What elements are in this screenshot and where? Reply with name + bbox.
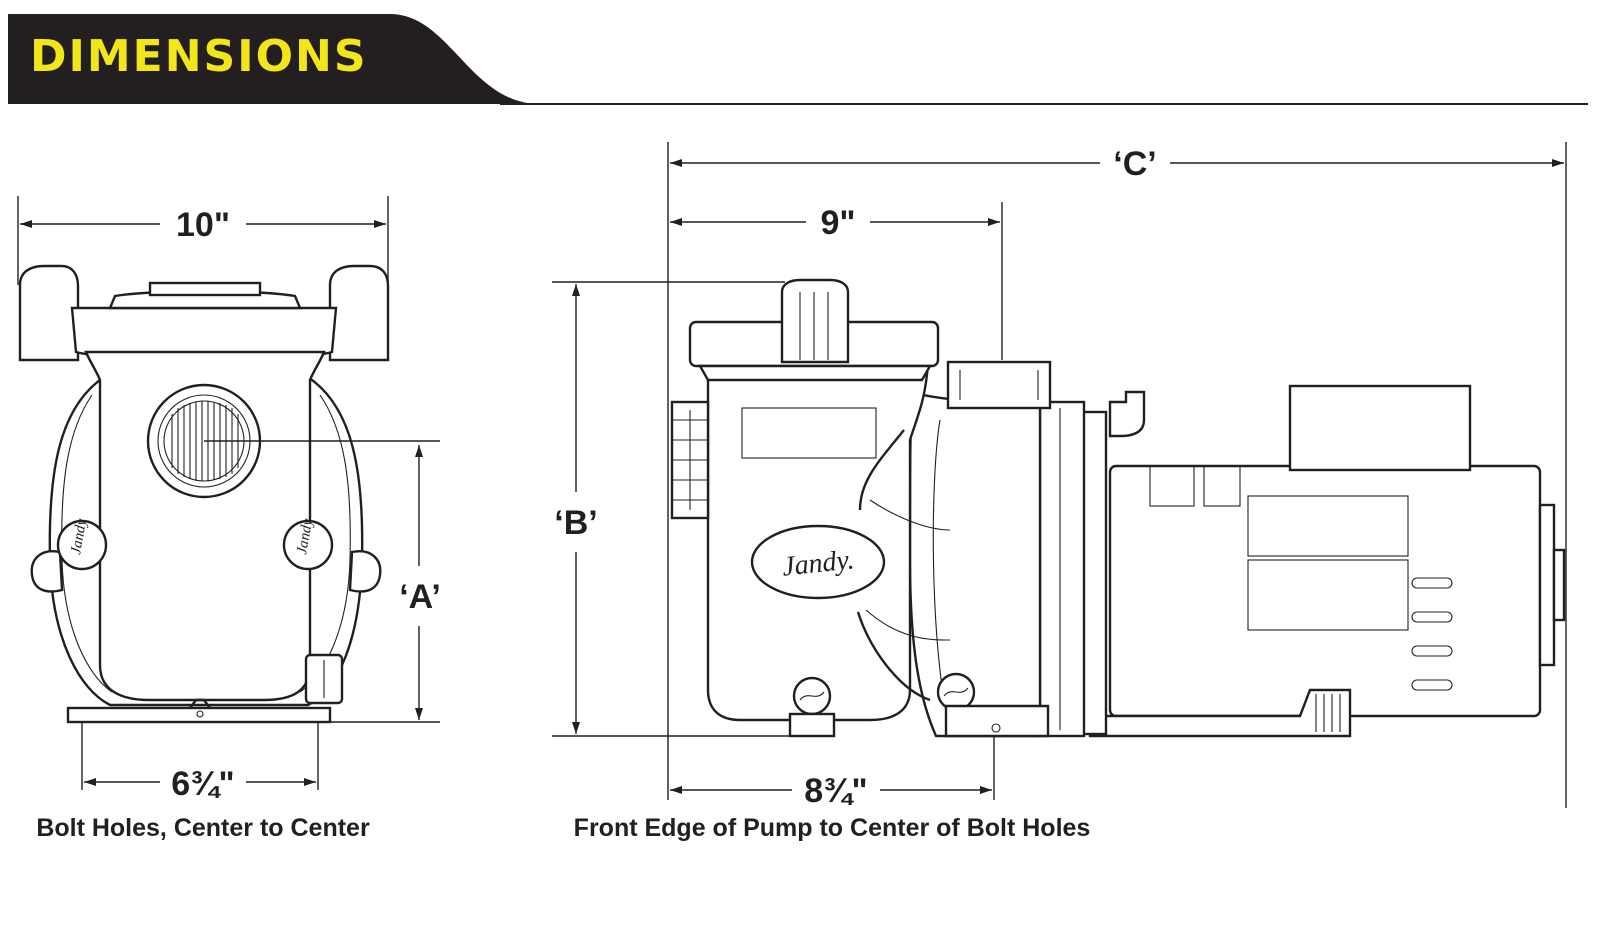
front-left-logo-badge	[56, 519, 108, 571]
side-pump-drawing: Jandy.	[670, 278, 1566, 738]
side-length-label: ‘C’	[1113, 145, 1156, 183]
side-logo-text: Jandy.	[781, 544, 856, 582]
side-bolt-label: 8¾"	[804, 772, 867, 810]
motor-body	[1108, 464, 1542, 718]
side-inlet-threads	[672, 419, 708, 501]
header-title: DIMENSIONS	[30, 31, 368, 82]
side-pump-width-label: 9"	[820, 204, 855, 242]
side-bolt-dimension: 8¾"	[670, 736, 995, 810]
front-view: 10"	[17, 196, 441, 842]
side-length-dimension: ‘C’	[667, 142, 1567, 808]
front-bolt-label: 6¾"	[171, 765, 234, 803]
front-height-label: ‘A’	[399, 578, 441, 616]
front-width-label: 10"	[176, 206, 230, 244]
header-banner: DIMENSIONS	[8, 14, 1588, 105]
front-height-dimension: ‘A’	[330, 445, 441, 723]
front-width-dimension: 10"	[17, 196, 389, 285]
front-right-logo-badge	[282, 519, 334, 571]
side-height-label: ‘B’	[554, 504, 597, 542]
front-right-logo-text: Jandy	[294, 517, 316, 555]
header-background	[8, 14, 540, 104]
side-height-dimension: ‘B’	[552, 281, 800, 737]
front-pump-drawing: Jandy Jandy	[18, 264, 440, 724]
front-bolt-dimension: 6¾"	[81, 722, 319, 803]
front-caption: Bolt Holes, Center to Center	[36, 814, 370, 842]
side-caption: Front Edge of Pump to Center of Bolt Hol…	[574, 814, 1091, 842]
side-logo-badge	[750, 524, 886, 600]
side-view: ‘C’ 9" ‘B’	[552, 142, 1567, 842]
side-pump-width-dimension: 9"	[670, 202, 1003, 360]
front-left-logo-text: Jandy	[68, 517, 90, 555]
